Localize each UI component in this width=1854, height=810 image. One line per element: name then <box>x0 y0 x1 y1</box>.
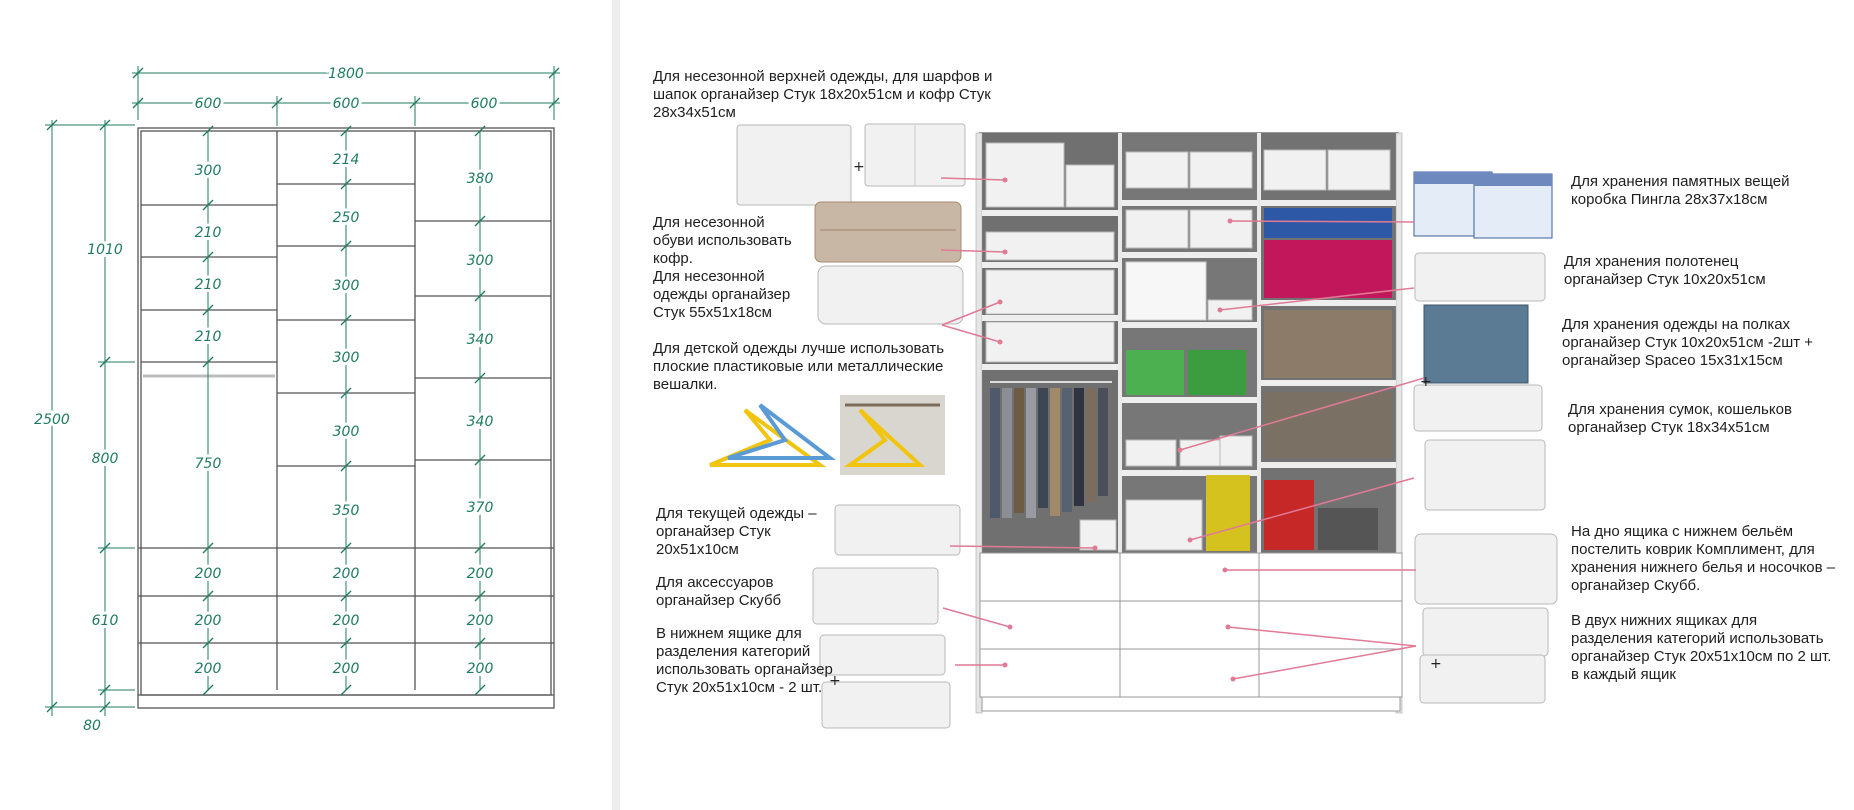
note-memorabilia: Для хранения памятных вещей коробка Пинг… <box>1571 173 1790 208</box>
drawer-height-label: 200 <box>333 566 360 582</box>
drawer-height-label: 200 <box>195 566 222 582</box>
drawer-height-label: 200 <box>467 566 494 582</box>
col2-section-label: 250 <box>333 210 360 226</box>
col3-section-label: 380 <box>467 171 494 187</box>
note-underwear: На дно ящика с нижнем бельём постелить к… <box>1571 523 1836 594</box>
col3-width-label: 600 <box>471 96 498 112</box>
wardrobe-illustration <box>975 132 1403 714</box>
col2-section-label: 214 <box>333 152 360 168</box>
note-hangers: Для детской одежды лучше использовать пл… <box>653 340 945 393</box>
col1-section-label: 210 <box>195 225 222 241</box>
note-accessories: Для аксессуаров органайзер Скубб <box>656 574 782 609</box>
technical-drawing-panel <box>0 0 612 810</box>
drawer-height-label: 200 <box>467 661 494 677</box>
col3-section-label: 340 <box>467 332 494 348</box>
note-two-drawers: В двух нижних ящиках для разделения кате… <box>1571 612 1832 683</box>
hanging-clothes <box>990 388 1117 551</box>
col1-hanging-label: 750 <box>195 456 222 472</box>
col3-section-label: 300 <box>467 253 494 269</box>
organizer-product-images <box>709 123 1558 729</box>
note-shoes: Для несезонной обуви использовать кофр. <box>653 214 792 267</box>
col2-section-label: 300 <box>333 424 360 440</box>
drawer-height-label: 200 <box>195 661 222 677</box>
note-bottom-drawer: В нижнем ящике для разделения категорий … <box>656 625 833 696</box>
drawer-height-label: 200 <box>333 661 360 677</box>
plus-sign: + <box>1420 374 1432 390</box>
col2-section-label: 350 <box>333 503 360 519</box>
col1-section-label: 300 <box>195 163 222 179</box>
total-height-label: 2500 <box>34 412 70 428</box>
note-shelves: Для хранения одежды на полках органайзер… <box>1562 316 1814 369</box>
plus-sign: + <box>829 673 841 689</box>
plinth-height-label: 80 <box>83 718 101 734</box>
note-outerwear: Для несезонной верхней одежды, для шарфо… <box>653 68 993 121</box>
col3-section-label: 370 <box>467 500 494 516</box>
drawer-height-label: 200 <box>195 613 222 629</box>
drawer-height-label: 200 <box>467 613 494 629</box>
col1-section-label: 210 <box>195 277 222 293</box>
drawers-height-label: 610 <box>92 613 119 629</box>
col1-section-label: 210 <box>195 329 222 345</box>
note-towels: Для хранения полотенец органайзер Стук 1… <box>1564 253 1766 288</box>
col2-section-label: 300 <box>333 350 360 366</box>
note-current-clothes: Для текущей одежды – органайзер Стук 20х… <box>656 505 817 558</box>
plus-sign: + <box>1430 656 1442 672</box>
dimension-ticks <box>202 125 486 696</box>
total-width-label: 1800 <box>328 66 364 82</box>
note-bags: Для хранения сумок, кошельков органайзер… <box>1568 401 1792 436</box>
dimension-lines <box>45 66 560 716</box>
col1-width-label: 600 <box>195 96 222 112</box>
upper-height-label: 1010 <box>87 242 123 258</box>
col3-section-label: 340 <box>467 414 494 430</box>
drawer-height-label: 200 <box>333 613 360 629</box>
plus-sign: + <box>853 159 865 175</box>
col2-width-label: 600 <box>333 96 360 112</box>
col2-section-label: 300 <box>333 278 360 294</box>
leader-lines <box>940 177 1425 682</box>
middle-height-label: 800 <box>92 451 119 467</box>
note-clothes: Для несезонной одежды органайзер Стук 55… <box>653 268 791 321</box>
dimension-labels: 1800 600 600 600 2500 1010 800 610 80 30… <box>31 63 500 734</box>
